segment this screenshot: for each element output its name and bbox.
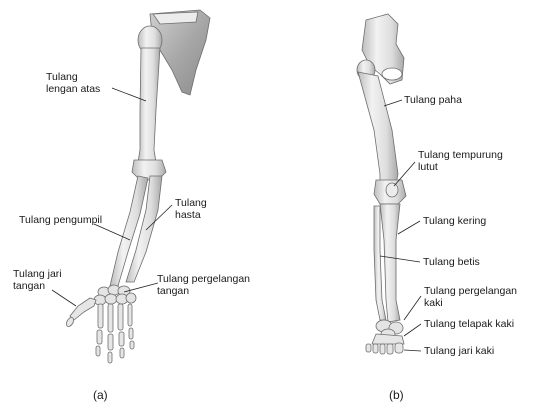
label-patella: Tulang tempurung lutut bbox=[418, 149, 503, 173]
leader-tibia bbox=[398, 221, 420, 234]
leader-carpals bbox=[124, 283, 158, 292]
label-humerus: Tulang lengan atas bbox=[46, 71, 100, 95]
label-fibula: Tulang betis bbox=[423, 256, 480, 268]
label-wrist-bones: Tulang pergelangan tangan bbox=[157, 273, 250, 297]
label-ankle-bones: Tulang pergelangan kaki bbox=[424, 285, 517, 309]
label-sole-bones: Tulang telapak kaki bbox=[424, 318, 514, 330]
leader-metatarsals bbox=[404, 324, 421, 336]
carpal-bones bbox=[94, 285, 136, 305]
label-tibia: Tulang kering bbox=[423, 215, 486, 227]
patella-bone bbox=[386, 183, 398, 197]
foot-bones bbox=[366, 334, 404, 354]
label-finger-bones: Tulang jari tangan bbox=[13, 268, 62, 292]
label-toe-bones: Tulang jari kaki bbox=[424, 345, 494, 357]
caption-b: (b) bbox=[389, 388, 404, 402]
leader-tarsals bbox=[404, 296, 421, 320]
caption-a: (a) bbox=[93, 388, 108, 402]
femur-shaft bbox=[358, 72, 398, 184]
leader-phalanges bbox=[52, 290, 76, 306]
label-femur: Tulang paha bbox=[404, 94, 462, 106]
leader-femur bbox=[384, 100, 402, 106]
leader-toes bbox=[404, 350, 421, 351]
label-ulna: Tulang pengumpil bbox=[19, 214, 102, 226]
leg-skeleton bbox=[357, 14, 406, 354]
label-radius: Tulang hasta bbox=[175, 197, 207, 221]
hand-fingers bbox=[65, 298, 134, 363]
humerus-shaft bbox=[138, 48, 160, 162]
arm-skeleton bbox=[65, 10, 210, 363]
